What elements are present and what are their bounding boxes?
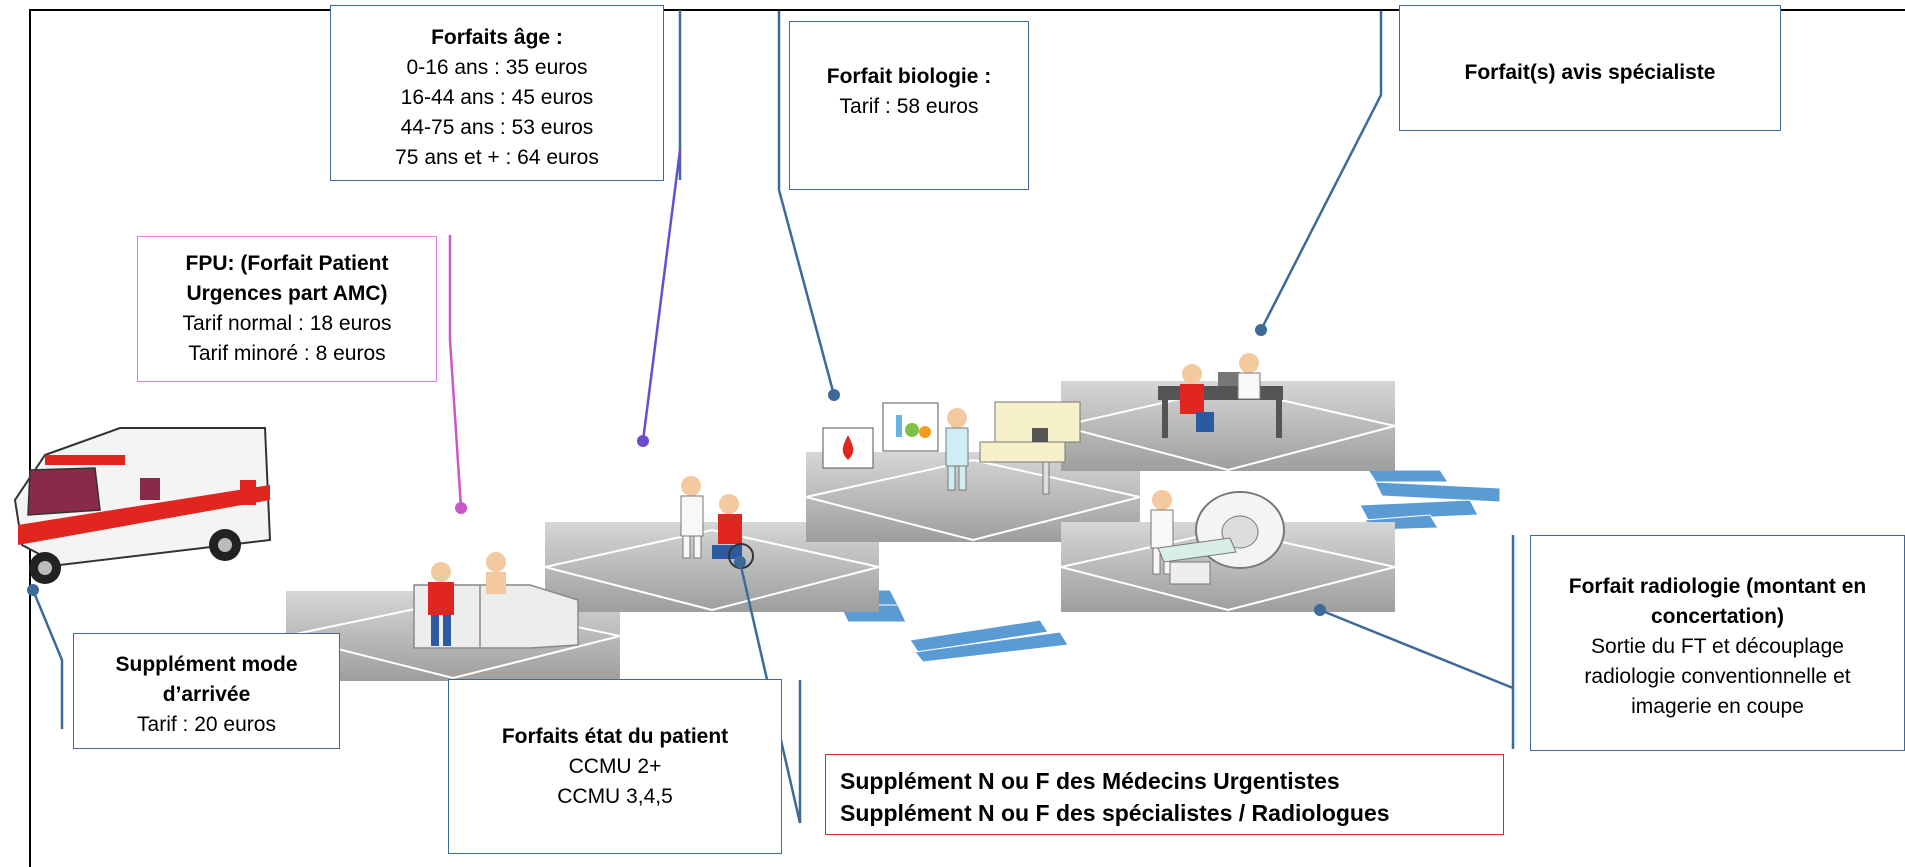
radiology-title-line: concertation) <box>1650 605 1784 628</box>
endpoint-dot <box>27 584 39 596</box>
connector-patient-state <box>738 561 802 824</box>
fpu-rate-box: FPU: (Forfait Patient Urgences part AMC)… <box>137 236 437 382</box>
mri-scanner-icon <box>1157 491 1285 585</box>
radiology-detail-line: radiologie conventionnelle et <box>1584 665 1851 688</box>
blood-drop-panel-icon <box>822 427 874 469</box>
arrival-mode-rate: Tarif : 20 euros <box>137 713 276 736</box>
stair-step <box>1359 499 1479 521</box>
specialist-opinion-box: Forfait(s) avis spécialiste <box>1399 5 1781 131</box>
fpu-title-line: Urgences part AMC) <box>186 282 388 305</box>
connector-endpoints <box>27 324 1326 616</box>
ambulance-icon <box>13 427 272 584</box>
connector-lines <box>31 10 1515 824</box>
age-rate-line: 44-75 ans : 53 euros <box>400 116 594 139</box>
radiology-rate-box: Forfait radiologie (montant en concertat… <box>1530 535 1905 751</box>
consulting-patient-icon <box>1180 364 1214 432</box>
endpoint-dot <box>637 435 649 447</box>
age-rate-line: 0-16 ans : 35 euros <box>406 56 588 79</box>
connector-age <box>641 149 682 442</box>
lab-bench-icon <box>979 401 1081 495</box>
age-rate-line: 75 ans et + : 64 euros <box>395 146 599 169</box>
stair-step <box>1367 469 1449 483</box>
patient-state-box: Forfaits état du patient CCMU 2+ CCMU 3,… <box>448 679 782 854</box>
patient-state-line: CCMU 2+ <box>568 755 662 778</box>
endpoint-dot <box>455 502 467 514</box>
doctor-icon <box>680 476 704 559</box>
biology-rate-box: Forfait biologie : Tarif : 58 euros <box>789 21 1029 190</box>
radiology-title-line: Forfait radiologie (montant en <box>1568 575 1867 598</box>
patient-state-title: Forfaits état du patient <box>501 725 729 748</box>
lab-flasks-panel-icon <box>882 402 939 452</box>
connector-radiology <box>1319 608 1514 690</box>
fpu-rate-line: Tarif normal : 18 euros <box>182 312 392 335</box>
patient-state-line: CCMU 3,4,5 <box>557 785 673 808</box>
fpu-title-line: FPU: (Forfait Patient <box>185 252 389 275</box>
supplement-line: Supplément N ou F des Médecins Urgentist… <box>840 768 1340 794</box>
patient-red-icon <box>428 562 454 646</box>
stair-step <box>1374 481 1501 503</box>
arrival-mode-title-line: Supplément mode <box>115 653 298 676</box>
endpoint-dot <box>734 556 746 568</box>
age-rate-line: 16-44 ans : 45 euros <box>400 86 594 109</box>
age-rates-title: Forfaits âge : <box>431 26 563 49</box>
reception-desk-icon <box>413 552 579 649</box>
supplement-line: Supplément N ou F des spécialistes / Rad… <box>840 800 1390 826</box>
stair-step <box>914 631 1069 663</box>
connector-specialist <box>1259 11 1383 331</box>
connector-biology <box>777 11 836 396</box>
arrival-mode-title-line: d’arrivée <box>162 683 251 706</box>
stair-step <box>909 619 1049 653</box>
endpoint-dot <box>1255 324 1267 336</box>
age-rates-box: Forfaits âge : 0-16 ans : 35 euros 16-44… <box>330 5 664 181</box>
arrival-mode-box: Supplément mode d’arrivée Tarif : 20 eur… <box>73 633 340 749</box>
lab-technician-icon <box>945 408 969 491</box>
endpoint-dot <box>1314 604 1326 616</box>
biology-rate-title: Forfait biologie : <box>826 65 992 88</box>
endpoint-dot <box>828 389 840 401</box>
connector-fpu <box>448 235 463 509</box>
wheelchair-patient-icon <box>712 494 754 569</box>
diagram-frame <box>29 9 1905 867</box>
specialist-opinion-title: Forfait(s) avis spécialiste <box>1464 61 1716 84</box>
fpu-rate-line: Tarif minoré : 8 euros <box>188 342 386 365</box>
radiology-detail-line: Sortie du FT et découplage <box>1591 635 1844 658</box>
specialist-doctor-icon <box>1237 353 1261 400</box>
stairs-group <box>824 469 1501 663</box>
night-holiday-supplements-box: Supplément N ou F des Médecins Urgentist… <box>825 754 1504 835</box>
connector-arrival <box>31 589 64 729</box>
biology-rate-line: Tarif : 58 euros <box>839 95 979 118</box>
radiology-detail-line: imagerie en coupe <box>1631 695 1804 718</box>
